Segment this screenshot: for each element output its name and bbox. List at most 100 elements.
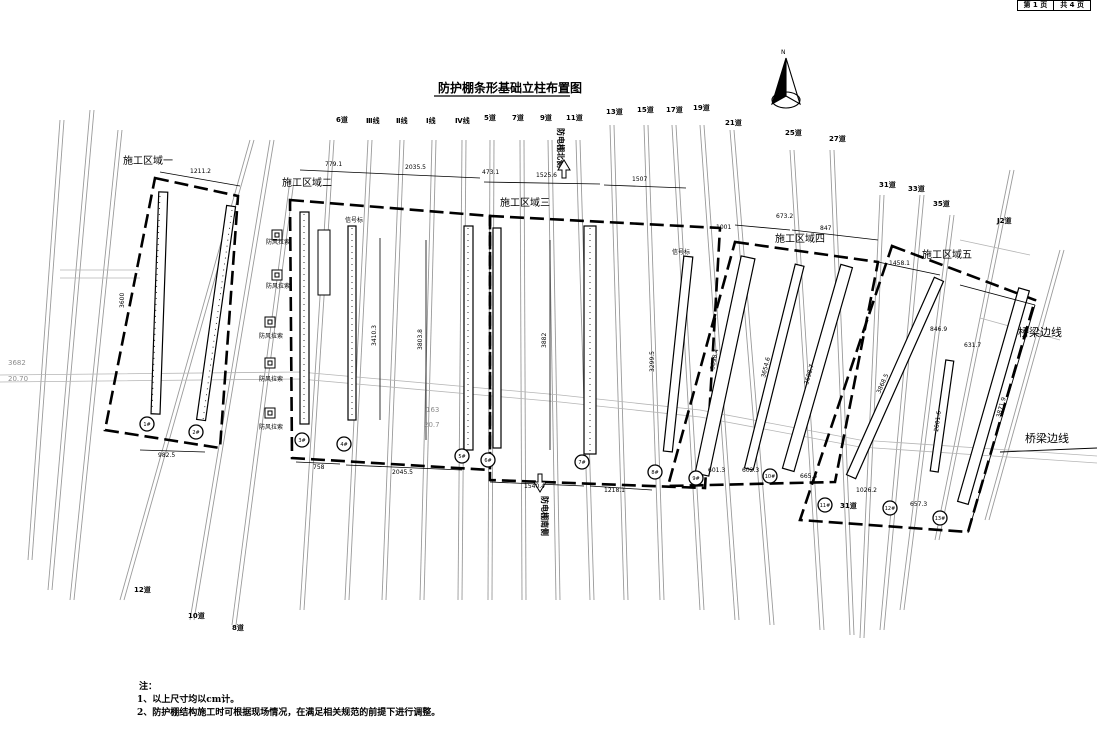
dimension-label: 758 bbox=[313, 464, 325, 471]
track-label: 5道 bbox=[484, 113, 496, 122]
pile-label: 8# bbox=[651, 470, 658, 476]
track-label: Ⅱ线 bbox=[396, 116, 408, 125]
dimension-label: 3803.8 bbox=[417, 329, 424, 350]
canopy-north-label: 防电棚北侧 bbox=[556, 128, 566, 168]
wind-labels: 防风拉索 防风拉索 防风拉索 防风拉索 防风拉索 bbox=[259, 238, 290, 431]
zone-2-strips bbox=[299, 211, 502, 451]
bridge-edge-lines bbox=[959, 284, 1097, 534]
track-label: 12道 bbox=[134, 585, 151, 594]
track-label: 11道 bbox=[566, 113, 583, 122]
pile-label: 12# bbox=[885, 506, 896, 512]
dimension-label: 1026.2 bbox=[856, 487, 877, 494]
dimension-label: 3882 bbox=[541, 333, 548, 348]
dimension-label: 673.2 bbox=[776, 213, 793, 220]
dimension-label: 631.7 bbox=[964, 342, 981, 349]
dimension-label: 1001 bbox=[716, 224, 731, 231]
dimension-label: 779.1 bbox=[325, 161, 342, 168]
dimension-label: 657.3 bbox=[910, 501, 927, 508]
pile-label: 3# bbox=[298, 438, 305, 444]
track-label: J2道 bbox=[996, 216, 1011, 225]
right-track-fan bbox=[789, 149, 1065, 639]
track-label: 33道 bbox=[908, 184, 925, 193]
mark-text: 20.7 bbox=[424, 421, 440, 429]
track-label: Ⅲ线 bbox=[366, 116, 380, 125]
region-label: 施工区域三 bbox=[500, 196, 550, 209]
track-labels-top: 6道 Ⅲ线 Ⅱ线 Ⅰ线 Ⅳ线 5道 7道 9道 11道 13道 15道 17道 … bbox=[336, 103, 1011, 225]
dimension-label: 601.3 bbox=[708, 467, 725, 474]
track-label: 13道 bbox=[606, 107, 623, 116]
track-label: 15道 bbox=[637, 105, 654, 114]
canopy-arrows bbox=[533, 159, 571, 493]
notes-heading: 注： bbox=[139, 682, 158, 692]
left-track-fan bbox=[27, 109, 295, 626]
drawing-title: 防护棚条形基础立柱布置图 bbox=[438, 80, 582, 95]
track-label: 7道 bbox=[512, 113, 524, 122]
strip-foundations bbox=[150, 191, 1031, 506]
dimension-label: 1211.2 bbox=[190, 168, 211, 175]
dimension-label: 473.1 bbox=[482, 169, 499, 176]
wind-cable-label: 防风拉索 bbox=[266, 238, 290, 246]
dimension-label: 1507 bbox=[632, 176, 647, 183]
page-indicator: 第 1 页 共 4 页 bbox=[1016, 0, 1091, 11]
north-label: N bbox=[781, 49, 786, 56]
page-current: 第 1 页 bbox=[1023, 1, 1048, 9]
canopy-labels: 防电棚北侧 防电棚南侧 bbox=[540, 128, 566, 536]
mark-text: 163 bbox=[426, 406, 439, 414]
pile-label: 2# bbox=[192, 430, 199, 436]
dimension-label: 602.3 bbox=[742, 467, 759, 474]
wind-anchors bbox=[264, 229, 331, 419]
notes-block: 注： 1、以上尺寸均以cm计。 2、防护棚结构施工时可根据现场情况，在满足相关规… bbox=[137, 681, 440, 720]
dimension-label: 1458.1 bbox=[889, 260, 910, 267]
dimension-label: 2035.5 bbox=[405, 164, 426, 171]
mark-text: 3682 bbox=[8, 359, 26, 367]
signal-label: 信号标 bbox=[345, 216, 363, 224]
dimension-label: 3600 bbox=[119, 293, 126, 308]
zone-3-strips bbox=[583, 225, 694, 455]
wind-cable-label: 防风拉索 bbox=[266, 282, 290, 290]
track-label: 27道 bbox=[829, 134, 846, 143]
region-label: 施工区域五 bbox=[922, 248, 972, 261]
dimension-label: 3299.5 bbox=[649, 351, 656, 372]
track-label: 19道 bbox=[693, 103, 710, 112]
pile-label: 13# bbox=[935, 516, 946, 522]
zone-5-strips bbox=[845, 276, 1031, 506]
bridge-edge-label: 桥梁边线 bbox=[1025, 431, 1069, 445]
wind-cable-label: 防风拉索 bbox=[259, 423, 283, 431]
pile-label: 9# bbox=[692, 476, 699, 482]
track-label: 6道 bbox=[336, 115, 348, 124]
construction-zones bbox=[103, 176, 1037, 534]
wind-cable-label: 防风拉索 bbox=[259, 332, 283, 340]
zone-5-boundary bbox=[798, 244, 1037, 534]
zone-2-boundary bbox=[288, 198, 492, 472]
bridge-labels: 桥梁边线 桥梁边线 bbox=[1018, 325, 1069, 445]
zone-1-strips bbox=[150, 191, 237, 422]
region-label: 施工区域二 bbox=[282, 176, 332, 189]
track-label: 31道 bbox=[840, 501, 857, 510]
signal-markers: 信号标 信号标 bbox=[345, 216, 690, 256]
note-item: 1、以上尺寸均以cm计。 bbox=[137, 695, 240, 705]
pile-markers bbox=[139, 416, 948, 526]
pile-label: 6# bbox=[484, 458, 491, 464]
wind-cable-label: 防风拉索 bbox=[259, 375, 283, 383]
canopy-south-label: 防电棚南侧 bbox=[540, 496, 550, 536]
pile-label: 1# bbox=[143, 422, 150, 428]
region-labels: 施工区域一 施工区域二 施工区域三 施工区域四 施工区域五 bbox=[123, 154, 972, 261]
dimension-label: 3698.4 bbox=[709, 348, 720, 370]
pile-label: 4# bbox=[340, 442, 347, 448]
track-label: 10道 bbox=[188, 611, 205, 620]
track-label: 17道 bbox=[666, 105, 683, 114]
misc-marks: 3682 20.70 163 20.7 bbox=[8, 359, 440, 429]
track-label: Ⅰ线 bbox=[426, 116, 436, 125]
pile-label: 10# bbox=[765, 474, 776, 480]
track-label: 35道 bbox=[933, 199, 950, 208]
bridge-edge-label: 桥梁边线 bbox=[1018, 325, 1062, 339]
dimension-lines bbox=[139, 169, 941, 491]
zone-4-strips bbox=[694, 255, 854, 477]
track-label: 9道 bbox=[540, 113, 552, 122]
dimension-label: 982.5 bbox=[158, 452, 175, 459]
track-label: Ⅳ线 bbox=[455, 116, 470, 125]
dimension-label: 1218.1 bbox=[604, 487, 625, 494]
track-label: 21道 bbox=[725, 118, 742, 127]
cross-lines bbox=[0, 239, 1097, 464]
